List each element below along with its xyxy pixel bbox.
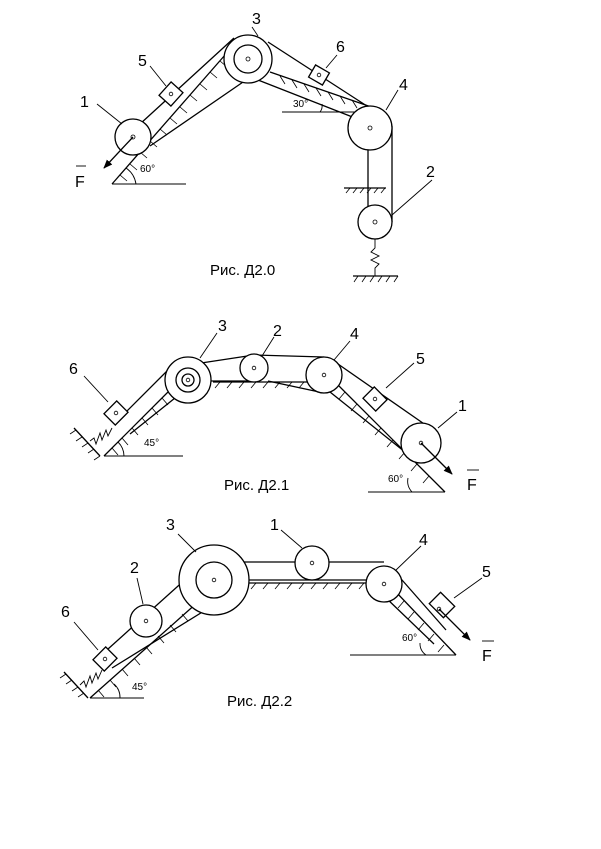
label-3: 3 (218, 318, 227, 335)
incline-left-surface (111, 54, 226, 185)
top-platform-hatching (250, 582, 365, 590)
incline-right-hatching (279, 75, 358, 109)
angle-label-45: 45° (132, 682, 147, 693)
top-platform-hatching (214, 381, 305, 389)
label-2: 2 (426, 164, 435, 181)
figure-d2-0: 60° 30° 5 1 F (75, 11, 435, 283)
label-5: 5 (138, 53, 147, 70)
wall-hatching (69, 429, 101, 461)
angle-label-60: 60° (140, 164, 155, 175)
label-4: 4 (419, 532, 428, 549)
angle-label-60: 60° (402, 633, 417, 644)
belt-segment (329, 391, 411, 457)
label-6: 6 (69, 361, 78, 378)
belt-segment (149, 79, 247, 147)
belt-segment (253, 354, 325, 358)
incline-right-surface (269, 71, 381, 111)
spring (89, 427, 113, 446)
incline-left-surface (103, 381, 179, 457)
force-arrow (438, 608, 471, 641)
force-label: F (75, 174, 85, 191)
label-1: 1 (80, 94, 89, 111)
caption-d2-2: Рис. Д2.2 (227, 693, 292, 710)
wall-hatching (59, 673, 85, 698)
angle-label-60: 60° (388, 474, 403, 485)
angle-label-45: 45° (144, 438, 159, 449)
force-label: F (482, 648, 492, 665)
angle-label-30: 30° (293, 99, 308, 110)
caption-d2-0: Рис. Д2.0 (210, 262, 275, 279)
wall (63, 671, 89, 699)
label-3: 3 (166, 517, 175, 534)
belt-segment (394, 571, 447, 631)
spring (79, 669, 103, 689)
label-6: 6 (336, 39, 345, 56)
belt-segment (257, 79, 356, 119)
caption-d2-1: Рис. Д2.1 (224, 477, 289, 494)
label-1: 1 (458, 398, 467, 415)
figure-d2-2: 45° 60° (59, 517, 494, 710)
wall (73, 427, 101, 457)
label-5: 5 (482, 564, 491, 581)
label-1: 1 (270, 517, 279, 534)
belt-segment (129, 393, 181, 435)
label-6: 6 (61, 604, 70, 621)
incline-right-surface (395, 591, 457, 656)
label-2: 2 (273, 323, 282, 340)
label-2: 2 (130, 560, 139, 577)
label-4: 4 (350, 326, 359, 343)
belt-segment (383, 595, 435, 645)
body-5-block (428, 591, 456, 619)
spring (369, 239, 381, 276)
spring-base-hatching (353, 275, 399, 283)
belt-segment (139, 37, 235, 125)
angle-arc-60 (125, 167, 137, 185)
support-hatching (345, 187, 386, 194)
force-arrow (420, 442, 453, 475)
angle-arc-30 (319, 103, 323, 113)
label-3: 3 (252, 11, 261, 28)
force-arrow (103, 136, 134, 169)
incline-right-surface (334, 381, 446, 493)
force-label: F (467, 477, 477, 494)
label-4: 4 (399, 77, 408, 94)
label-5: 5 (416, 351, 425, 368)
figure-d2-1: 45° 60° (69, 318, 479, 494)
